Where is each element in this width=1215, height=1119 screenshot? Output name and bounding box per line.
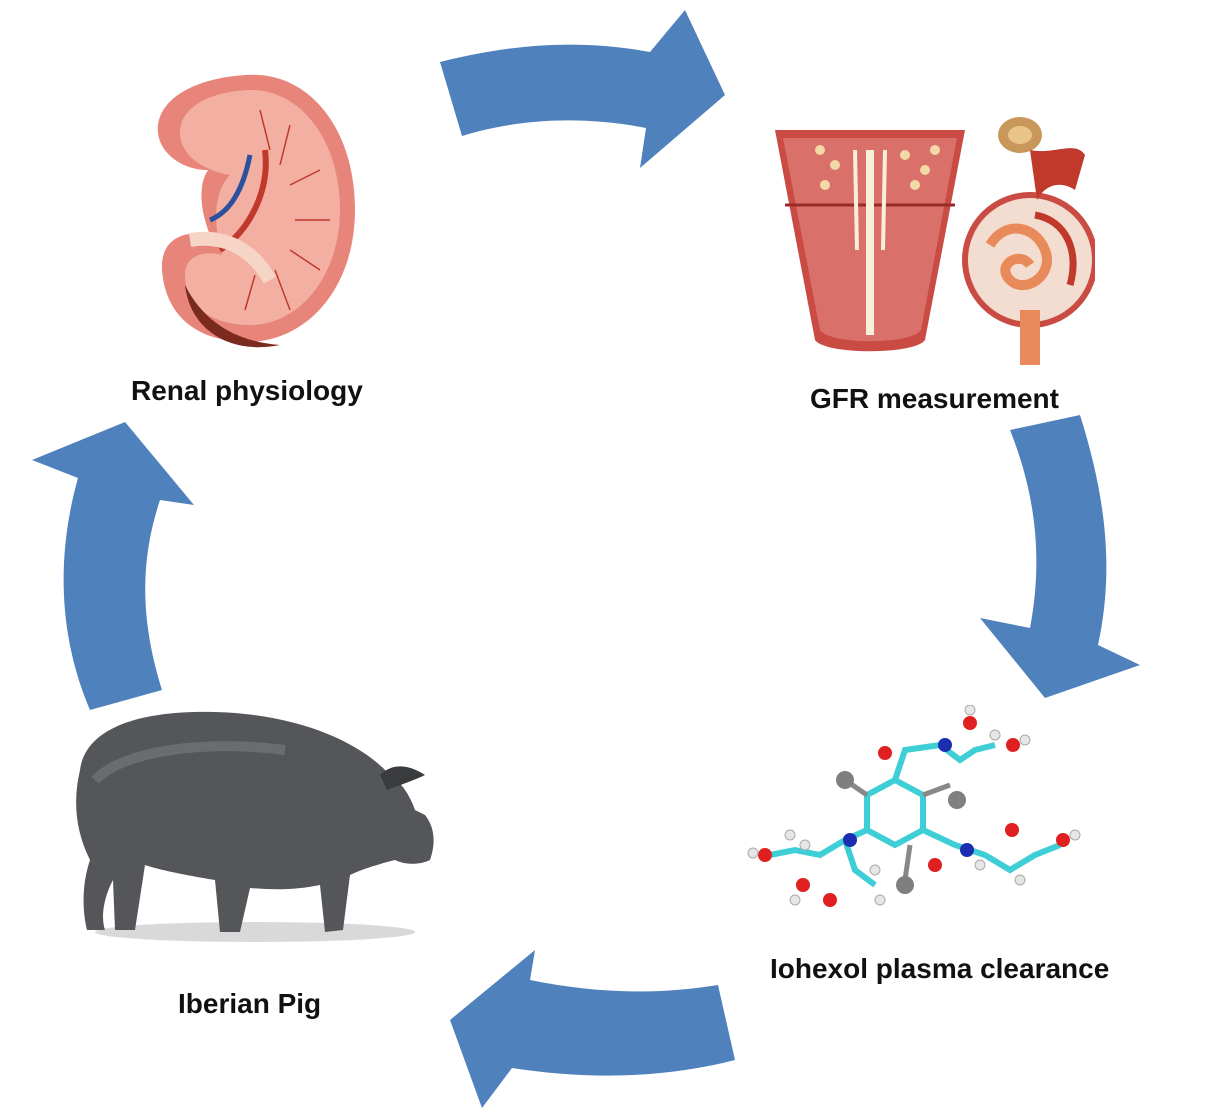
kidney-cross-section-icon [157, 74, 355, 348]
node-label-iberian-pig: Iberian Pig [178, 988, 322, 1019]
arrow-renal-to-gfr [440, 10, 725, 168]
arrow-pig-to-renal [32, 422, 194, 710]
arrow-gfr-to-iohexol [980, 415, 1140, 698]
arrow-iohexol-to-pig [450, 950, 735, 1108]
nephron-glomerulus-icon [775, 117, 1095, 365]
node-label-iohexol-plasma-clearance: Iohexol plasma clearance [770, 953, 1110, 984]
node-label-renal-physiology: Renal physiology [131, 375, 363, 406]
pig-icon [76, 711, 434, 942]
iohexol-molecule-icon [747, 705, 1081, 907]
node-label-gfr-measurement: GFR measurement [810, 383, 1059, 414]
